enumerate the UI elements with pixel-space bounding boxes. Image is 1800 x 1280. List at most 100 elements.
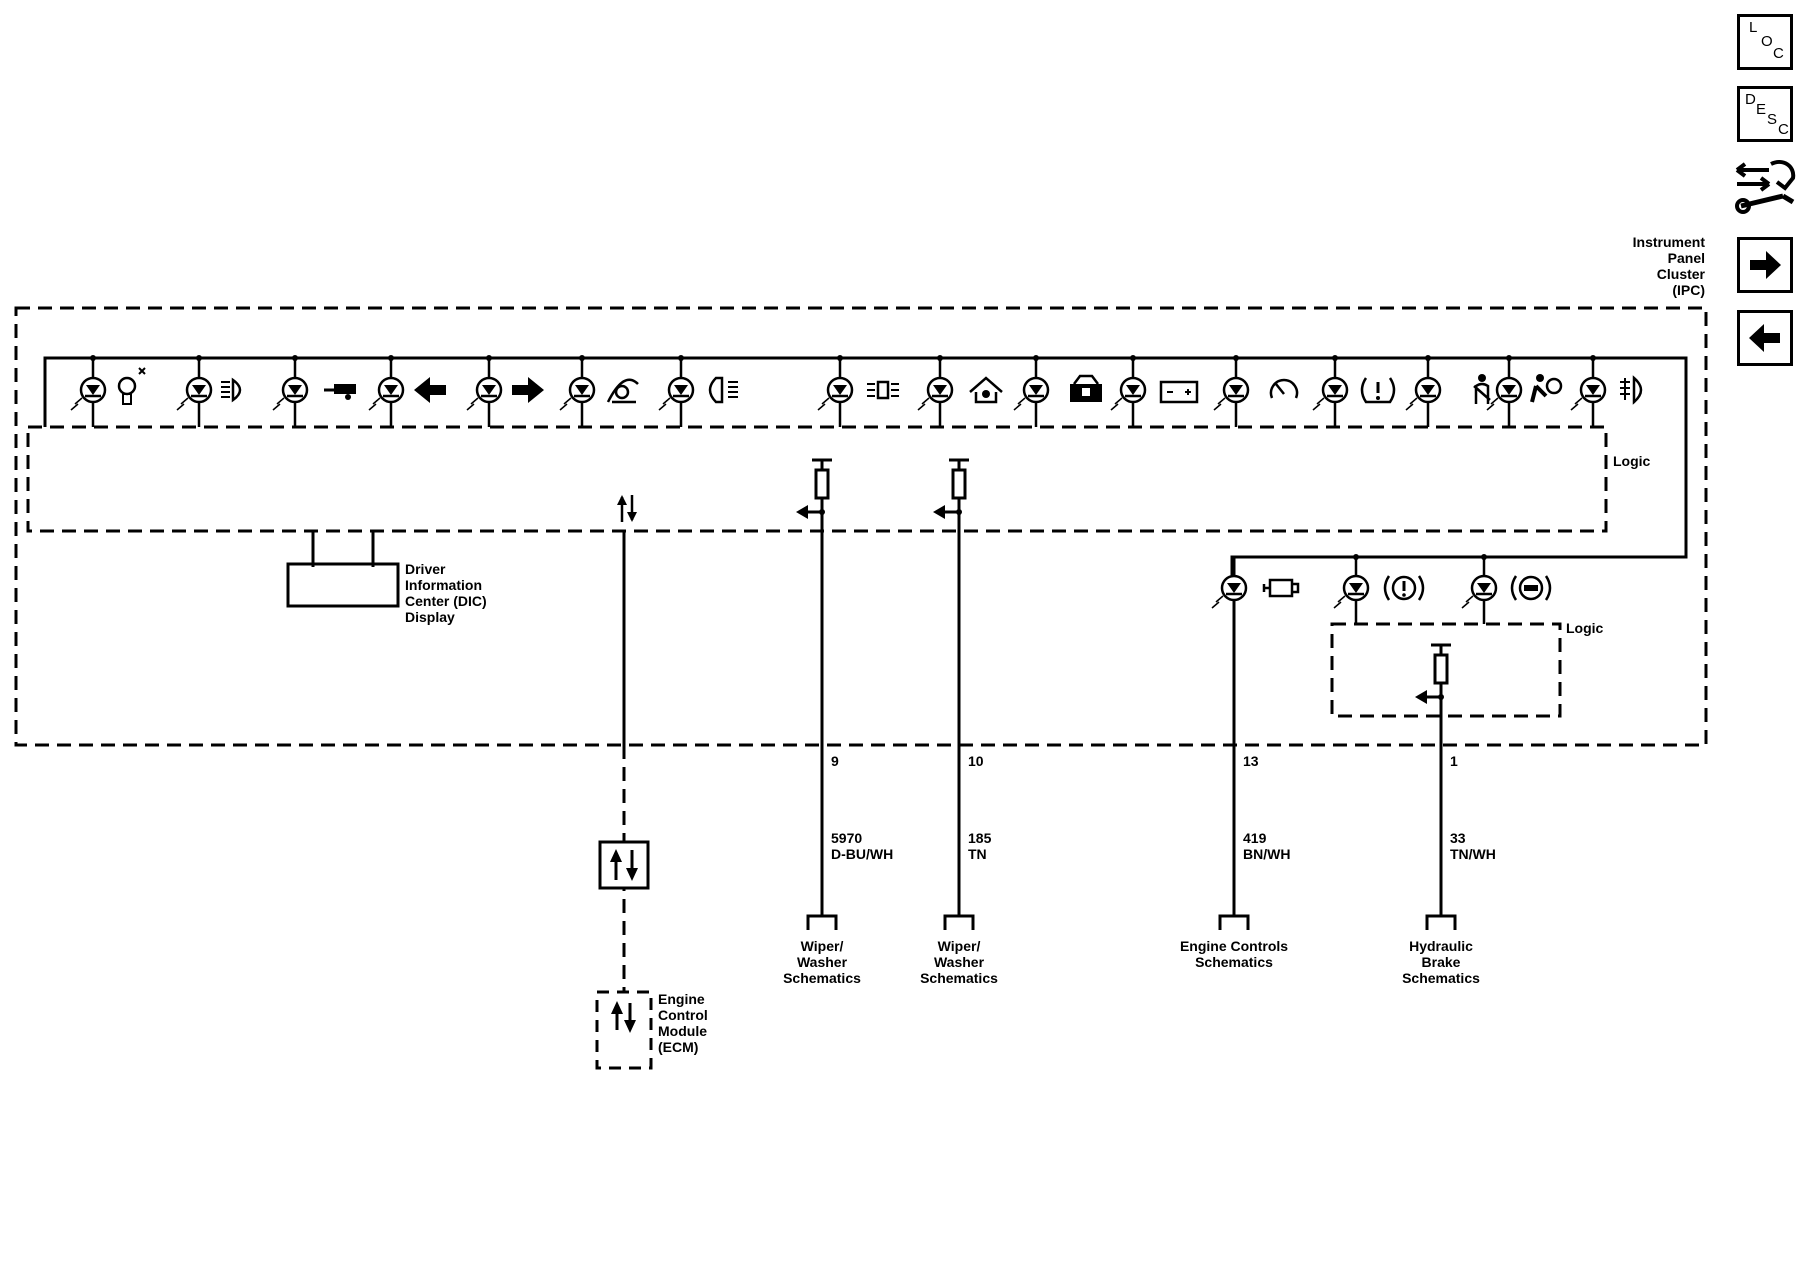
indicator-led — [917, 376, 954, 411]
indicator-led — [1486, 376, 1523, 411]
arrow-right-icon — [1750, 251, 1781, 279]
indicator-led — [1333, 574, 1370, 609]
indicator-led — [1461, 574, 1498, 609]
wire-color: D-BU/WH — [831, 846, 893, 862]
indicator-led — [559, 376, 596, 411]
destination-label: Washer — [934, 954, 985, 970]
headlamp-icon — [221, 377, 242, 403]
indicator-led — [1570, 376, 1607, 411]
wire-number: 419 — [1243, 830, 1267, 846]
ecm-label-line-1: Engine — [658, 991, 705, 1007]
check-engine-icon — [1262, 578, 1300, 598]
turn-right-icon — [512, 377, 544, 403]
ecm-box — [595, 990, 653, 1070]
wire-color: TN/WH — [1450, 846, 1496, 862]
indicator-led — [1110, 376, 1147, 411]
ecm-label-line-3: Module — [658, 1023, 707, 1039]
indicator-led — [1312, 376, 1349, 411]
brake-warning-icon — [1383, 575, 1425, 601]
desc-letter-1: D — [1745, 91, 1756, 108]
destination-label: Schematics — [783, 970, 861, 986]
circuit-pin: 10 — [968, 753, 984, 769]
seatbelt-icon — [1473, 374, 1491, 404]
airbag-icon — [1530, 374, 1563, 403]
trailer-icon — [324, 384, 356, 400]
indicator-led — [1213, 376, 1250, 411]
indicator-led — [817, 376, 854, 411]
ecm-label-line-2: Control — [658, 1007, 708, 1023]
circuit-pin: 13 — [1243, 753, 1259, 769]
indicator-bus — [43, 356, 1688, 576]
turn-left-icon — [414, 377, 446, 403]
indicator-led — [1013, 376, 1050, 411]
troubleshooting-icon[interactable] — [1733, 154, 1799, 220]
destination-label: Schematics — [920, 970, 998, 986]
indicator-led — [658, 376, 695, 411]
ipc-label-line-1: Instrument — [1633, 234, 1706, 250]
wire-number: 5970 — [831, 830, 862, 846]
ipc-label-line-4: (IPC) — [1672, 282, 1705, 298]
dic-display-box — [286, 562, 400, 608]
description-button[interactable]: D E S C — [1737, 86, 1793, 142]
brake-logic-box — [1330, 622, 1562, 718]
wire-number: 33 — [1450, 830, 1466, 846]
security-icon — [1070, 374, 1102, 402]
dic-label-line-4: Display — [405, 609, 455, 625]
previous-page-button[interactable] — [1737, 310, 1793, 366]
indicator-led — [466, 376, 503, 411]
serial-data-connector — [598, 840, 650, 890]
ipc-label-line-2: Panel — [1668, 250, 1705, 266]
dic-label-line-2: Information — [405, 577, 482, 593]
location-button[interactable]: L O C — [1737, 14, 1793, 70]
destination-label: Washer — [797, 954, 848, 970]
loc-letter-2: O — [1761, 33, 1773, 50]
wire-number: 185 — [968, 830, 992, 846]
destination-label: Wiper/ — [938, 938, 981, 954]
battery-icon — [1159, 380, 1199, 404]
dic-label-line-3: Center (DIC) — [405, 593, 487, 609]
next-page-button[interactable] — [1737, 237, 1793, 293]
destination-label: Engine Controls — [1180, 938, 1288, 954]
indicator-led — [1211, 574, 1248, 609]
indicator-led — [176, 376, 213, 411]
logic-label: Logic — [1613, 453, 1651, 469]
destination-label: Schematics — [1402, 970, 1480, 986]
loc-letter-3: C — [1773, 45, 1784, 62]
brake-logic-label: Logic — [1566, 620, 1604, 636]
dic-label-line-1: Driver — [405, 561, 446, 577]
arrow-left-icon — [1749, 324, 1780, 352]
indicator-led — [70, 376, 107, 411]
desc-letter-3: S — [1767, 111, 1778, 128]
indicator-led — [1405, 376, 1442, 411]
circuit-pin: 9 — [831, 753, 839, 769]
cruise-icon — [1269, 378, 1299, 399]
loc-letter-1: L — [1749, 19, 1758, 36]
bulb-out-icon — [117, 367, 146, 405]
logic-box — [26, 425, 1608, 533]
fog-lamp-icon — [1620, 375, 1643, 405]
hood-ajar-icon — [969, 376, 1003, 404]
switch-input-resistor — [796, 458, 832, 519]
destination-label: Brake — [1422, 954, 1461, 970]
ipc-boundary — [14, 306, 1708, 747]
washer-fluid-icon — [606, 378, 639, 404]
destination-label: Hydraulic — [1409, 938, 1473, 954]
wire-color: BN/WH — [1243, 846, 1290, 862]
park-lamp-icon — [708, 376, 738, 404]
destination-label: Schematics — [1195, 954, 1273, 970]
tire-pressure-icon — [1360, 377, 1396, 404]
switch-input-resistor — [1415, 643, 1451, 704]
daytime-running-lamp-icon — [867, 380, 899, 400]
switch-input-resistor — [933, 458, 969, 519]
indicator-led — [272, 376, 309, 411]
destination-label: Wiper/ — [801, 938, 844, 954]
ecm-label-line-4: (ECM) — [658, 1039, 698, 1055]
desc-letter-2: E — [1756, 101, 1767, 118]
desc-letter-4: C — [1778, 121, 1789, 138]
ipc-label-line-3: Cluster — [1657, 266, 1706, 282]
